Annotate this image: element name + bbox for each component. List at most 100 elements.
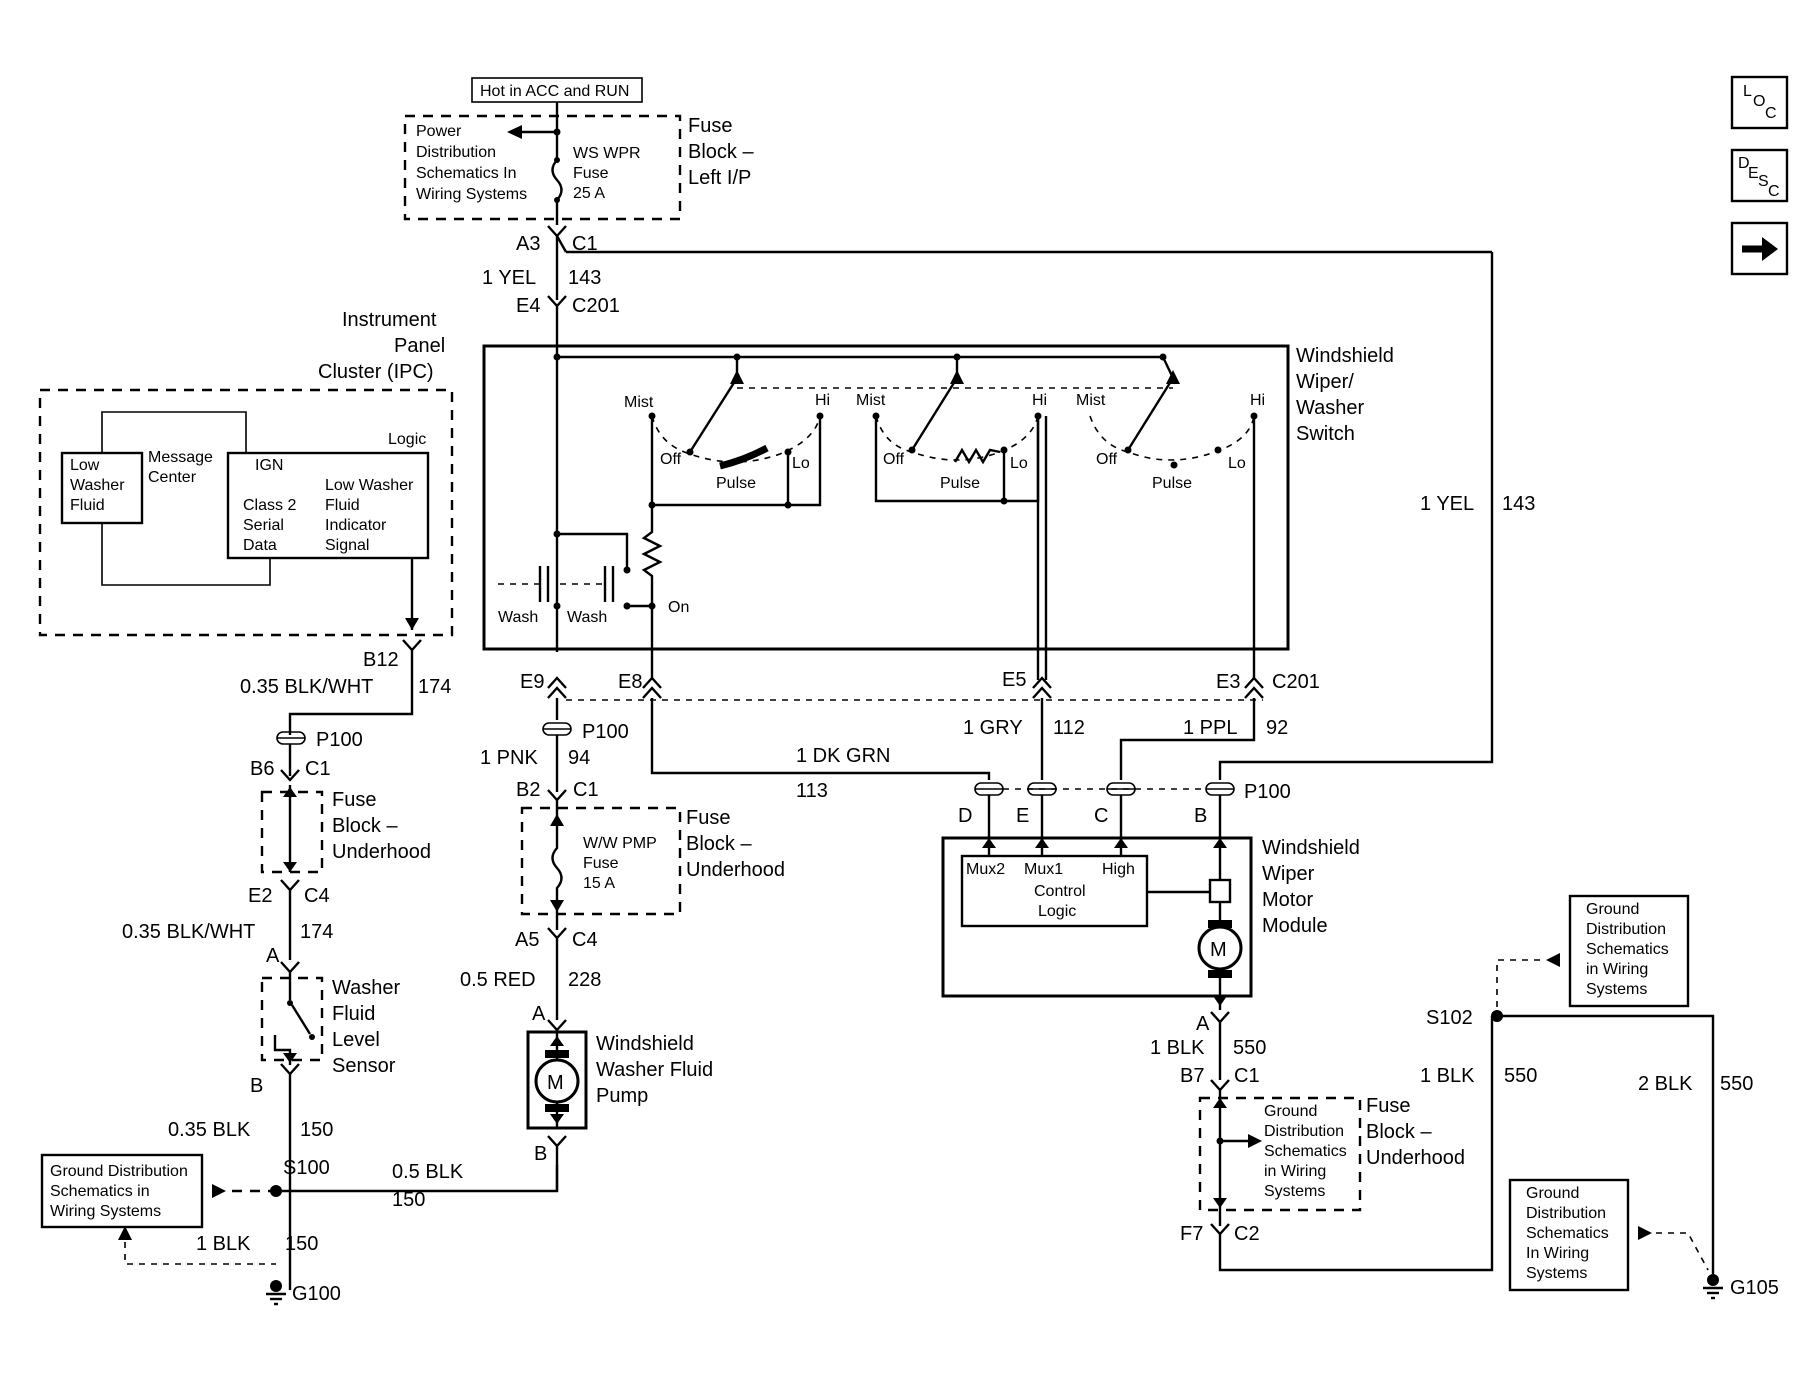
svg-text:C4: C4	[572, 929, 598, 951]
svg-text:Schematics: Schematics	[1264, 1143, 1347, 1160]
svg-text:Motor: Motor	[1262, 889, 1313, 911]
svg-text:Block –: Block –	[332, 815, 398, 837]
svg-text:Fuse: Fuse	[1366, 1095, 1410, 1117]
svg-text:15 A: 15 A	[583, 875, 615, 892]
fuse-block-left-ip	[403, 114, 682, 221]
windshield-wiper-motor-module	[941, 836, 1253, 998]
ws-wpr-fuse	[551, 118, 563, 225]
svg-text:Logic: Logic	[1038, 903, 1076, 920]
svg-text:E9: E9	[520, 671, 544, 693]
svg-text:B6: B6	[250, 758, 274, 780]
svg-text:Underhood: Underhood	[332, 841, 431, 863]
svg-text:Systems: Systems	[1586, 981, 1647, 998]
svg-text:M: M	[547, 1072, 564, 1094]
svg-text:Panel: Panel	[394, 335, 445, 357]
svg-text:C1: C1	[1234, 1065, 1260, 1087]
svg-text:550: 550	[1504, 1065, 1537, 1087]
svg-text:C1: C1	[573, 779, 599, 801]
svg-text:On: On	[668, 599, 689, 616]
svg-text:Serial: Serial	[243, 517, 284, 534]
svg-text:Distribution: Distribution	[1264, 1123, 1344, 1140]
svg-text:Sensor: Sensor	[332, 1055, 396, 1077]
svg-text:92: 92	[1266, 717, 1288, 739]
svg-text:Schematics In: Schematics In	[416, 165, 516, 182]
svg-text:F7: F7	[1180, 1223, 1203, 1245]
svg-text:25 A: 25 A	[573, 185, 605, 202]
loc-button[interactable]: L O C	[1730, 75, 1789, 130]
svg-text:Off: Off	[1096, 451, 1118, 468]
svg-text:0.5 RED: 0.5 RED	[460, 969, 536, 991]
delay-resistor	[641, 505, 663, 606]
svg-text:Fuse: Fuse	[332, 789, 376, 811]
svg-text:Underhood: Underhood	[1366, 1147, 1465, 1169]
svg-text:150: 150	[285, 1233, 318, 1255]
svg-text:Ground Distribution: Ground Distribution	[50, 1163, 188, 1180]
svg-text:Control: Control	[1034, 883, 1086, 900]
washer-fluid-level-sensor	[260, 976, 324, 1062]
svg-text:Module: Module	[1262, 915, 1328, 937]
ground-distribution-ref-right-bottom[interactable]	[1508, 1178, 1630, 1292]
svg-text:0.35 BLK/WHT: 0.35 BLK/WHT	[240, 676, 373, 698]
svg-text:C: C	[1768, 183, 1780, 200]
svg-text:Systems: Systems	[1526, 1265, 1587, 1282]
svg-text:Mux2: Mux2	[966, 861, 1005, 878]
svg-text:Pulse: Pulse	[716, 475, 756, 492]
svg-text:Hot in ACC and RUN: Hot in ACC and RUN	[480, 83, 629, 100]
svg-text:Ground: Ground	[1586, 901, 1639, 918]
relay-icon	[1208, 878, 1232, 904]
fuse-block-underhood-left	[260, 790, 324, 874]
svg-text:Ground: Ground	[1264, 1103, 1317, 1120]
svg-text:143: 143	[1502, 493, 1535, 515]
svg-text:Instrument: Instrument	[342, 309, 437, 331]
svg-text:1 GRY: 1 GRY	[963, 717, 1023, 739]
svg-text:1 YEL: 1 YEL	[1420, 493, 1474, 515]
svg-text:M: M	[1210, 939, 1227, 961]
svg-text:Fuse: Fuse	[688, 115, 732, 137]
svg-text:Indicator: Indicator	[325, 517, 387, 534]
svg-text:Wiring Systems: Wiring Systems	[50, 1203, 161, 1220]
hot-in-acc-run-label: Hot in ACC and RUN	[471, 77, 643, 103]
svg-text:Distribution: Distribution	[1526, 1205, 1606, 1222]
desc-button[interactable]: D E S C	[1730, 148, 1789, 203]
svg-text:Center: Center	[148, 469, 197, 486]
svg-text:150: 150	[392, 1189, 425, 1211]
ground-distribution-ref-left[interactable]	[40, 1153, 204, 1229]
svg-text:Washer Fluid: Washer Fluid	[596, 1059, 713, 1081]
svg-text:O: O	[1753, 93, 1765, 110]
svg-text:Logic: Logic	[388, 431, 426, 448]
svg-text:550: 550	[1720, 1073, 1753, 1095]
svg-text:150: 150	[300, 1119, 333, 1141]
svg-text:Wash: Wash	[567, 609, 607, 626]
windshield-wiper-washer-switch	[482, 344, 1290, 651]
svg-text:C: C	[1094, 805, 1108, 827]
svg-text:D: D	[1738, 155, 1750, 172]
svg-text:B12: B12	[363, 649, 399, 671]
svg-text:C2: C2	[1234, 1223, 1260, 1245]
svg-text:Low Washer: Low Washer	[325, 477, 414, 494]
svg-text:Data: Data	[243, 537, 277, 554]
svg-text:W/W PMP: W/W PMP	[583, 835, 657, 852]
svg-text:Fuse: Fuse	[573, 165, 609, 182]
svg-text:Lo: Lo	[1228, 455, 1246, 472]
svg-text:Pump: Pump	[596, 1085, 648, 1107]
svg-text:S102: S102	[1426, 1007, 1473, 1029]
svg-text:Low: Low	[70, 457, 100, 474]
svg-text:Level: Level	[332, 1029, 380, 1051]
next-page-button[interactable]	[1730, 221, 1789, 276]
svg-text:Distribution: Distribution	[1586, 921, 1666, 938]
svg-text:Schematics: Schematics	[1586, 941, 1669, 958]
svg-text:E: E	[1748, 165, 1759, 182]
svg-text:C1: C1	[305, 758, 331, 780]
svg-text:Hi: Hi	[1250, 392, 1265, 409]
svg-text:A: A	[1196, 1013, 1210, 1035]
svg-text:1 PPL: 1 PPL	[1183, 717, 1237, 739]
svg-text:Block –: Block –	[1366, 1121, 1432, 1143]
svg-text:E: E	[1016, 805, 1029, 827]
svg-text:0.35 BLK: 0.35 BLK	[168, 1119, 251, 1141]
svg-text:in Wiring: in Wiring	[1586, 961, 1648, 978]
ground-distribution-ref-right-top[interactable]	[1568, 894, 1690, 1008]
pump-motor-icon	[534, 1058, 580, 1104]
svg-text:P100: P100	[316, 729, 363, 751]
svg-text:E5: E5	[1002, 669, 1026, 691]
